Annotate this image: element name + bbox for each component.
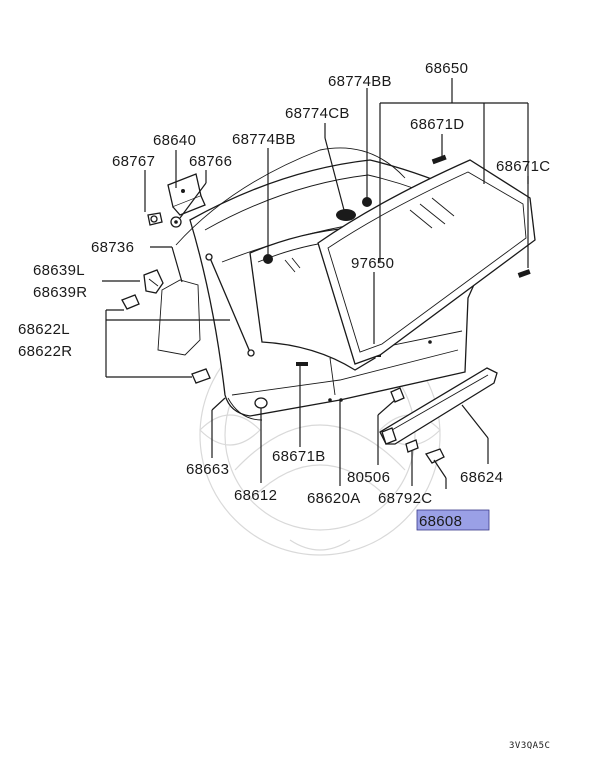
gas-strut — [121, 253, 255, 384]
bracket-68639 — [143, 269, 164, 294]
label-68671D: 68671D — [410, 116, 464, 133]
label-68736: 68736 — [91, 239, 134, 256]
label-68774CB: 68774CB — [285, 105, 350, 122]
label-68639L: 68639L — [33, 262, 85, 279]
glass-bumpers — [263, 197, 372, 264]
label-68612: 68612 — [234, 487, 277, 504]
label-68671B: 68671B — [272, 448, 326, 465]
label-68622R: 68622R — [18, 343, 72, 360]
label-68663: 68663 — [186, 461, 229, 478]
label-68620A: 68620A — [307, 490, 361, 507]
liftgate-glass — [317, 154, 536, 365]
label-68608: 68608 — [419, 513, 462, 530]
label-68622L: 68622L — [18, 321, 70, 338]
garnish-68624 — [379, 367, 498, 464]
body-opening-weatherstrip — [157, 147, 406, 421]
label-68639R: 68639R — [33, 284, 87, 301]
diagram-code: 3V3QA5C — [509, 741, 550, 751]
label-68671C: 68671C — [496, 158, 550, 175]
highlight-68608 — [416, 509, 490, 531]
label-97650: 97650 — [351, 255, 394, 272]
label-68792C: 68792C — [378, 490, 432, 507]
label-68774BB-top: 68774BB — [328, 73, 392, 90]
label-68640: 68640 — [153, 132, 196, 149]
label-68774BB-left: 68774BB — [232, 131, 296, 148]
label-68650: 68650 — [425, 60, 468, 77]
leader-lines — [102, 78, 529, 489]
bumper-68612 — [254, 397, 268, 409]
label-68766: 68766 — [189, 153, 232, 170]
part-labels: 68650 68774BB 68774CB 68671D 68640 68774… — [18, 60, 550, 530]
label-68624: 68624 — [460, 469, 503, 486]
label-80506: 80506 — [347, 469, 390, 486]
label-68767: 68767 — [112, 153, 155, 170]
